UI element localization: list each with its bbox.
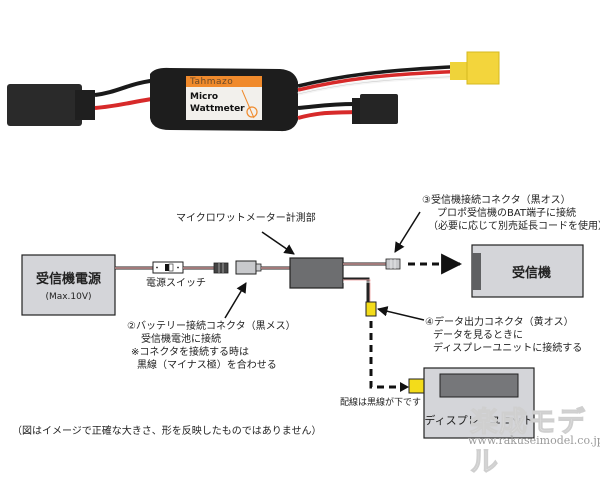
wiring-note: 配線は黒線が下です	[340, 398, 422, 408]
product-name-line1: Micro	[190, 92, 218, 102]
callout-connector2-line2: 受信機電池に接続	[141, 334, 221, 345]
battery-plug-icon	[213, 262, 229, 274]
callout-connector3-line1: ③受信機接続コネクタ（黒オス）	[422, 195, 571, 206]
callout-connector3-line3: （必要に応じて別売延長コードを使用）	[428, 221, 600, 232]
callout-connector4-line2: データを見るときに	[433, 330, 523, 341]
left-connector	[7, 84, 95, 126]
display-unit-title: ディスプレーユニット	[424, 414, 534, 427]
meter-unit-block	[289, 257, 344, 289]
yellow-connector	[450, 51, 500, 85]
callout-connector2-line3: ※コネクタを接続する時は	[131, 347, 249, 358]
receiver-title: 受信機	[511, 266, 551, 281]
receiver-connector-icon	[385, 258, 401, 270]
power-source-subtitle: (Max.10V)	[45, 292, 92, 302]
callout-connector2-line4: 黒線（マイナス極）を合わせる	[137, 360, 277, 371]
callout-connector4-line3: ディスプレーユニットに接続する	[433, 343, 583, 354]
callout-arrow-connector2	[224, 282, 247, 319]
product-brand: Tahmazo	[190, 77, 234, 87]
callout-arrow-connector3	[394, 211, 421, 253]
callout-arrow-meter	[261, 231, 295, 255]
callout-connector4-line1: ④データ出力コネクタ（黄オス）	[425, 317, 574, 328]
power-switch-label: 電源スイッチ	[146, 278, 206, 289]
power-switch-icon	[152, 261, 184, 274]
callout-connector3-line2: プロポ受信機のBAT端子に接続	[437, 208, 577, 219]
callout-connector2-line1: ②バッテリー接続コネクタ（黒メス）	[127, 321, 296, 332]
watermark-url: www.rakuseimodel.co.jp	[468, 434, 600, 447]
data-connector-icon	[365, 301, 377, 317]
meter-unit-label: マイクロワットメーター計測部	[176, 213, 316, 224]
wattmeter-body	[150, 67, 298, 132]
footnote: （図はイメージで正確な大きさ、形を反映したものではありません）	[12, 426, 322, 437]
power-source-title: 受信機電源	[35, 272, 101, 287]
callout-arrow-connector4	[376, 306, 425, 321]
product-photo	[7, 51, 500, 132]
battery-connector-icon	[235, 260, 262, 275]
dashed-arrow-to-display	[369, 321, 402, 389]
product-name-line2: Wattmeter	[190, 104, 245, 114]
black-connector	[352, 94, 398, 124]
